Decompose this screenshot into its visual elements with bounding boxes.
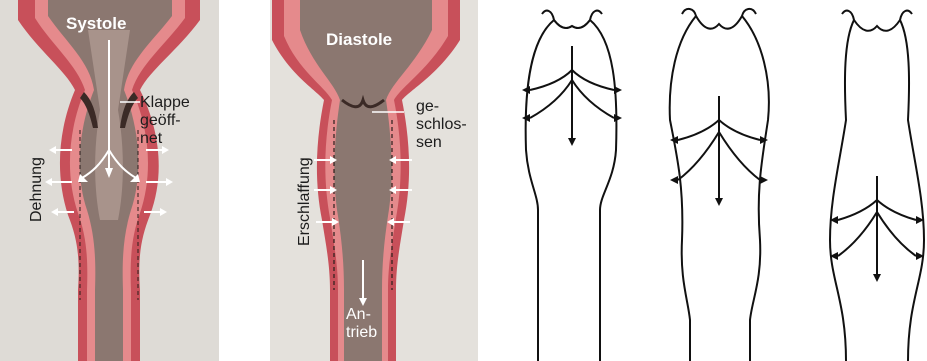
drawing-3: [830, 11, 924, 361]
dilation-label: Dehnung: [28, 157, 46, 222]
vessel-sequence-drawings: [500, 0, 927, 361]
propulsion-label-line: trieb: [346, 324, 377, 342]
valve-open-label-line: geöff-: [140, 112, 190, 130]
valve-closed-label: ge- schlos- sen: [416, 98, 467, 152]
line-drawings-panel: [500, 0, 927, 361]
valve-closed-label-line: schlos-: [416, 116, 467, 134]
valve-open-label-line: Klappe: [140, 94, 190, 112]
propulsion-label-line: An-: [346, 306, 377, 324]
diastole-title: Diastole: [326, 30, 392, 50]
valve-open-label: Klappe geöff- net: [140, 94, 190, 148]
systole-panel: Systole Klappe geöff- net Dehnung: [0, 0, 219, 361]
drawing-1: [526, 11, 617, 361]
valve-closed-label-line: ge-: [416, 98, 467, 116]
relaxation-label: Erschlaffung: [296, 157, 314, 246]
valve-open-label-line: net: [140, 130, 190, 148]
systole-title: Systole: [66, 14, 126, 34]
valve-closed-label-line: sen: [416, 134, 467, 152]
propulsion-label: An- trieb: [346, 306, 377, 342]
diastole-panel: Diastole ge- schlos- sen Erschlaffung An…: [270, 0, 478, 361]
drawing-2: [670, 9, 769, 361]
